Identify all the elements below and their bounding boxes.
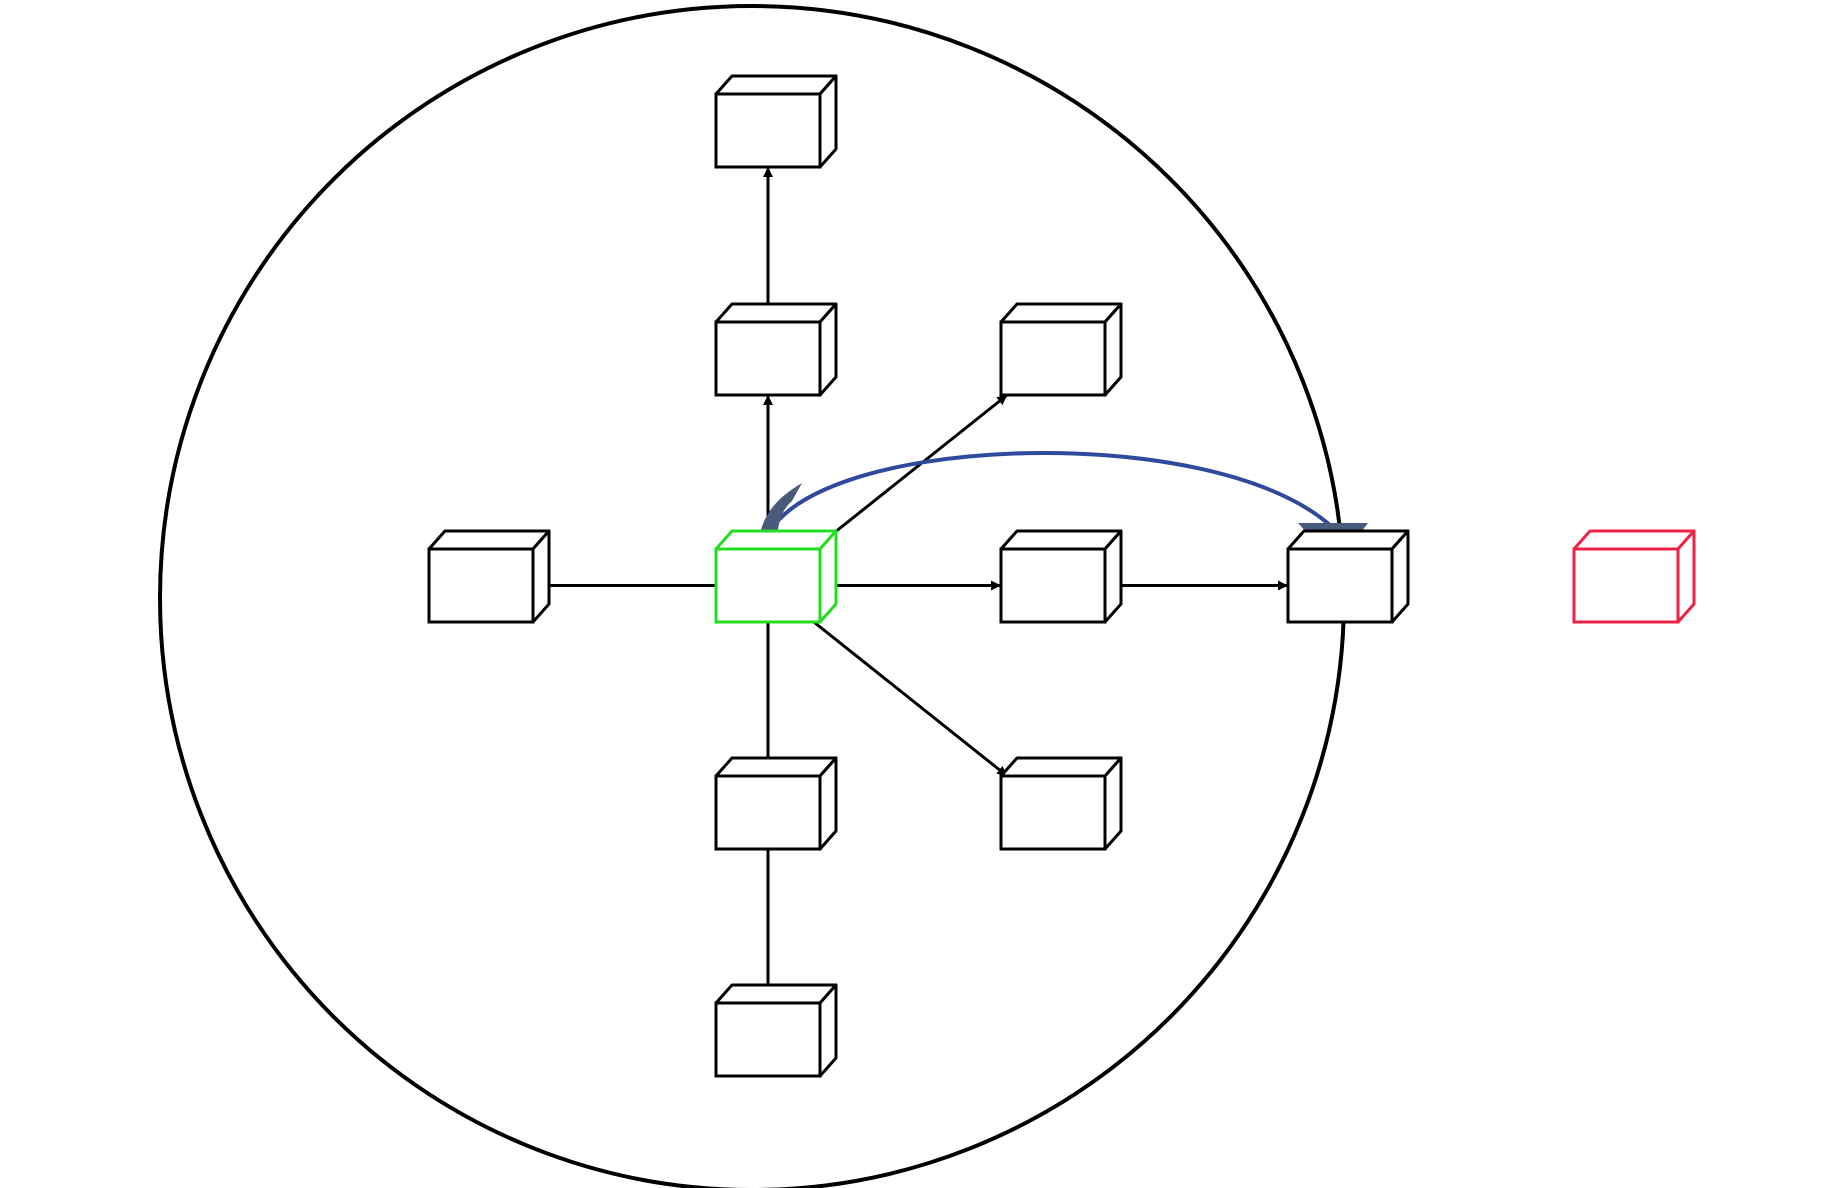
node-right-upper-top-face — [999, 302, 1123, 324]
edge-center-to-right-lower — [812, 620, 1009, 778]
node-bottom-outer-front-face — [714, 1001, 822, 1078]
node-top-inner-side-face — [818, 302, 838, 397]
node-bottom-inner-top-face — [714, 756, 838, 778]
node-outside — [1572, 529, 1696, 624]
node-right-middle-side-face — [1103, 529, 1123, 624]
node-top-outer — [714, 74, 838, 169]
node-bottom-outer — [714, 983, 838, 1078]
node-bottom-outer-side-face — [818, 983, 838, 1078]
node-right-middle — [999, 529, 1123, 624]
node-right-lower-side-face — [1103, 756, 1123, 851]
node-center-front-face — [714, 547, 822, 624]
node-bottom-outer-top-face — [714, 983, 838, 1005]
node-right-middle-top-face — [999, 529, 1123, 551]
node-outside-front-face — [1572, 547, 1680, 624]
node-left-side-face — [531, 529, 551, 624]
node-right-far-top-face — [1286, 529, 1410, 551]
node-center-side-face — [818, 529, 838, 624]
node-bottom-inner-front-face — [714, 774, 822, 851]
node-right-lower-top-face — [999, 756, 1123, 778]
node-right-middle-front-face — [999, 547, 1107, 624]
node-bottom-inner — [714, 756, 838, 851]
node-top-outer-top-face — [714, 74, 838, 96]
node-center — [714, 529, 838, 624]
node-left-front-face — [427, 547, 535, 624]
node-outside-side-face — [1676, 529, 1696, 624]
jump-arrow-curve — [762, 451, 1334, 546]
node-right-far-side-face — [1390, 529, 1410, 624]
node-top-outer-front-face — [714, 92, 822, 169]
nodes-layer — [427, 74, 1696, 1078]
node-left — [427, 529, 551, 624]
node-center-top-face — [714, 529, 838, 551]
node-top-inner — [714, 302, 838, 397]
node-outside-top-face — [1572, 529, 1696, 551]
node-right-lower-front-face — [999, 774, 1107, 851]
edges-layer — [533, 167, 1288, 1003]
node-right-upper-front-face — [999, 320, 1107, 397]
node-right-far — [1286, 529, 1410, 624]
node-right-upper — [999, 302, 1123, 397]
node-right-upper-side-face — [1103, 302, 1123, 397]
edge-center-to-right-upper — [812, 393, 1009, 551]
node-top-outer-side-face — [818, 74, 838, 169]
node-top-inner-front-face — [714, 320, 822, 397]
node-right-lower — [999, 756, 1123, 851]
node-top-inner-top-face — [714, 302, 838, 324]
node-bottom-inner-side-face — [818, 756, 838, 851]
node-left-top-face — [427, 529, 551, 551]
node-right-far-front-face — [1286, 547, 1394, 624]
